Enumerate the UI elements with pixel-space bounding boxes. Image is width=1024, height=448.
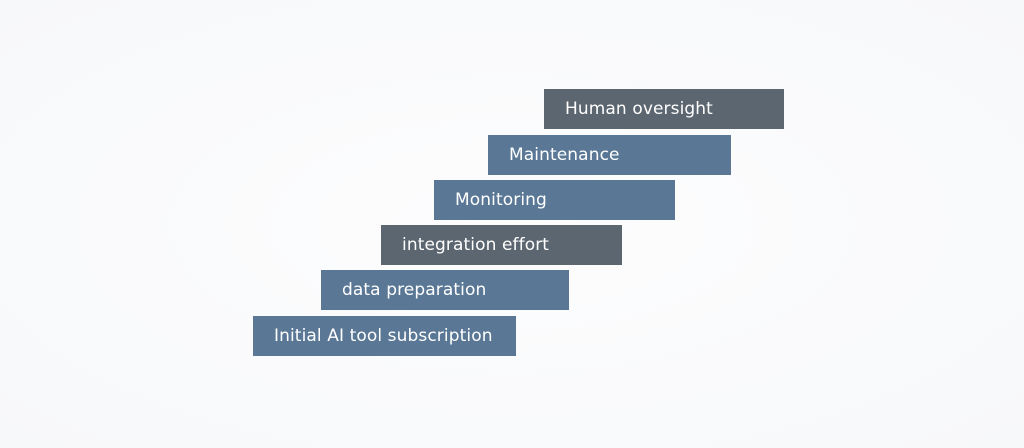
step-label: Maintenance <box>509 145 620 165</box>
step-initial-ai-tool-subscription: Initial AI tool subscription <box>253 316 516 356</box>
step-human-oversight: Human oversight <box>544 89 784 129</box>
step-label: integration effort <box>402 235 550 255</box>
step-integration-effort: integration effort <box>381 225 622 265</box>
step-label: Monitoring <box>455 190 547 210</box>
step-label: Human oversight <box>565 99 713 119</box>
step-data-preparation: data preparation <box>321 270 569 310</box>
step-label: data preparation <box>342 280 487 300</box>
step-label: Initial AI tool subscription <box>274 326 493 346</box>
step-monitoring: Monitoring <box>434 180 675 220</box>
step-maintenance: Maintenance <box>488 135 731 175</box>
